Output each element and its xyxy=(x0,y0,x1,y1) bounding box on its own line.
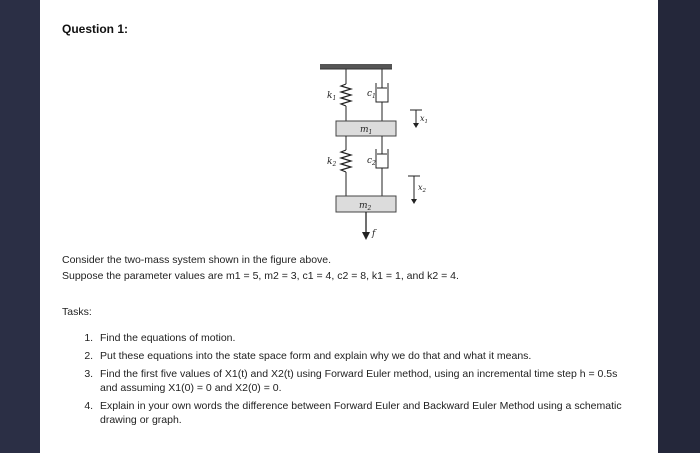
two-mass-system-figure: k1 c1 m1 x1 k2 c2 m2 x2 xyxy=(320,64,428,240)
label-x2: x2 xyxy=(418,183,427,194)
label-f: f xyxy=(371,229,377,239)
mass-m1 xyxy=(335,120,397,137)
task-item: Find the first five values of X1(t) and … xyxy=(96,367,636,395)
tasks-list: Find the equations of motion. Put these … xyxy=(78,331,636,431)
document-page xyxy=(40,0,658,453)
force-f-arrow xyxy=(362,212,370,240)
task-item: Explain in your own words the difference… xyxy=(96,399,636,427)
task-item: Put these equations into the state space… xyxy=(96,349,636,363)
task-item: Find the equations of motion. xyxy=(96,331,636,345)
label-m2: m2 xyxy=(359,201,372,212)
ceiling xyxy=(320,64,392,69)
displacement-x2-arrow xyxy=(408,175,420,204)
question-title: Question 1: xyxy=(62,22,129,36)
damper-c1 xyxy=(375,69,389,121)
label-m1: m1 xyxy=(360,125,372,136)
spring-k1 xyxy=(338,69,354,121)
right-margin xyxy=(658,0,700,453)
label-k2: k2 xyxy=(327,157,336,168)
left-margin xyxy=(0,0,40,453)
spring-k2 xyxy=(338,136,354,196)
tasks-label: Tasks: xyxy=(62,306,92,318)
label-x1: x1 xyxy=(420,114,428,125)
label-c2: c2 xyxy=(367,156,376,167)
paragraph-line-1: Consider the two-mass system shown in th… xyxy=(62,254,332,266)
damper-c2 xyxy=(375,136,389,196)
label-c1: c1 xyxy=(367,89,376,100)
label-k1: k1 xyxy=(327,91,336,102)
displacement-x1-arrow xyxy=(410,109,422,128)
paragraph-line-2: Suppose the parameter values are m1 = 5,… xyxy=(62,270,459,282)
